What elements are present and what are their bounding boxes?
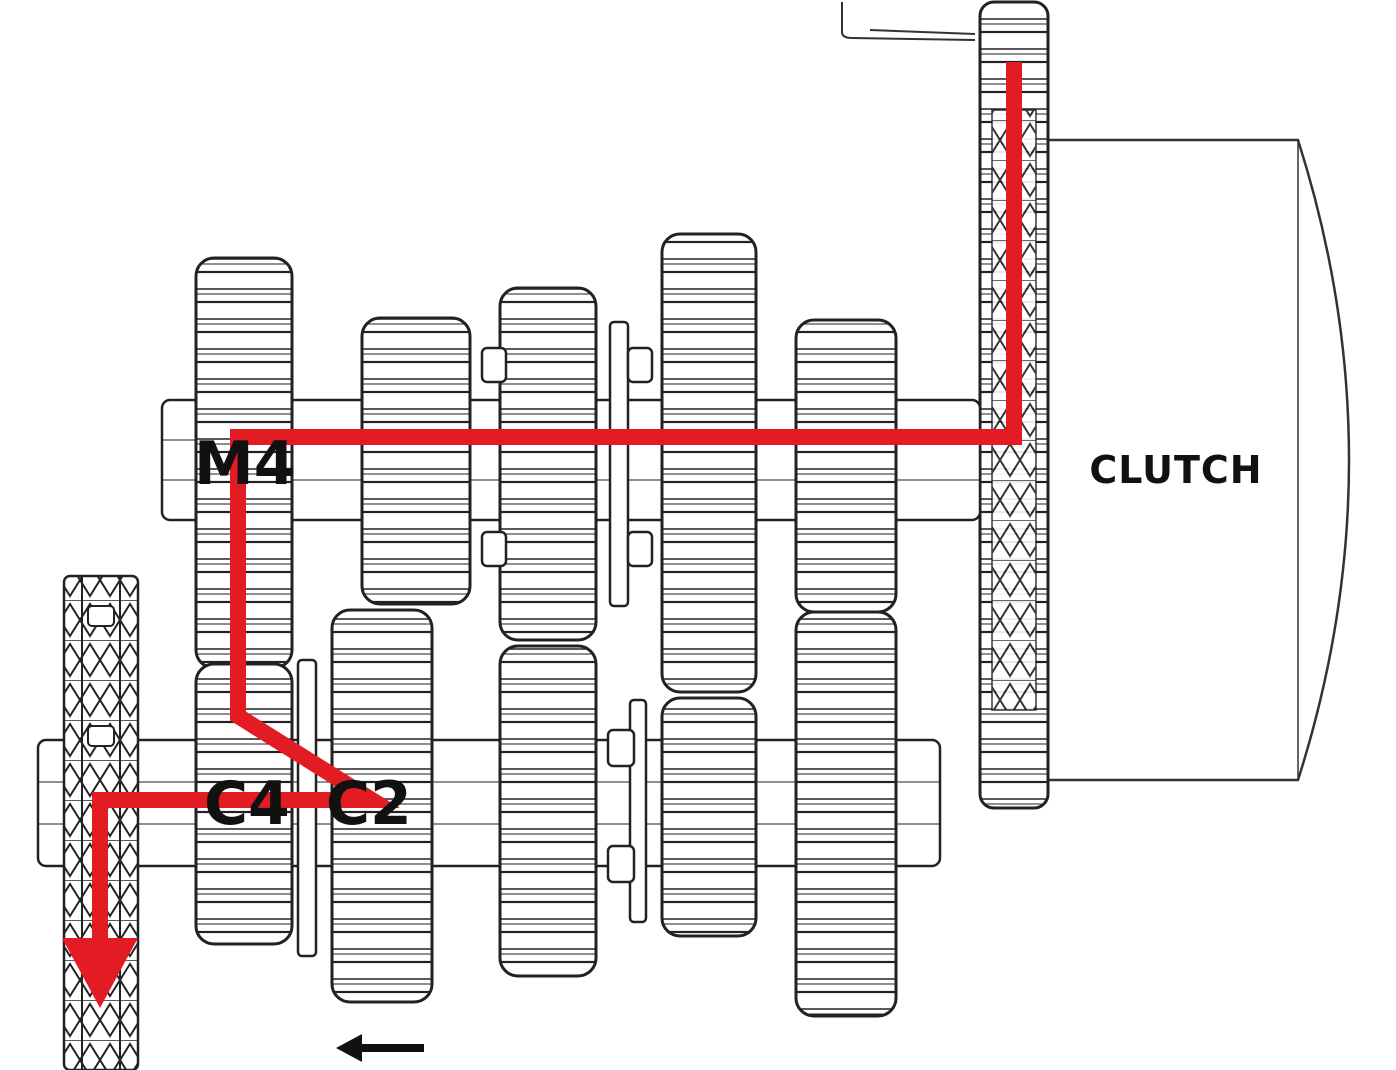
m4-label: M4 xyxy=(194,429,295,499)
c2-label: C2 xyxy=(326,769,412,839)
gear-counter-3 xyxy=(498,644,598,978)
gear-counter-5 xyxy=(794,610,898,1018)
clutch-label: CLUTCH xyxy=(1089,448,1262,492)
left-arrow-icon xyxy=(336,1034,424,1062)
clutch-housing xyxy=(1046,138,1351,782)
c4-label: C4 xyxy=(204,769,290,839)
down-arrow-icon xyxy=(62,938,138,1008)
gear-counter-4 xyxy=(660,696,758,938)
gear-main-2 xyxy=(360,316,472,606)
top-bracket xyxy=(841,2,976,41)
main-shift-collar xyxy=(480,320,654,608)
counter-shaft-gears xyxy=(194,608,898,1018)
gear-main-3 xyxy=(498,286,598,642)
power-flow-path xyxy=(92,62,1022,940)
gear-main-4 xyxy=(660,232,758,694)
gear-main-5 xyxy=(794,318,898,614)
